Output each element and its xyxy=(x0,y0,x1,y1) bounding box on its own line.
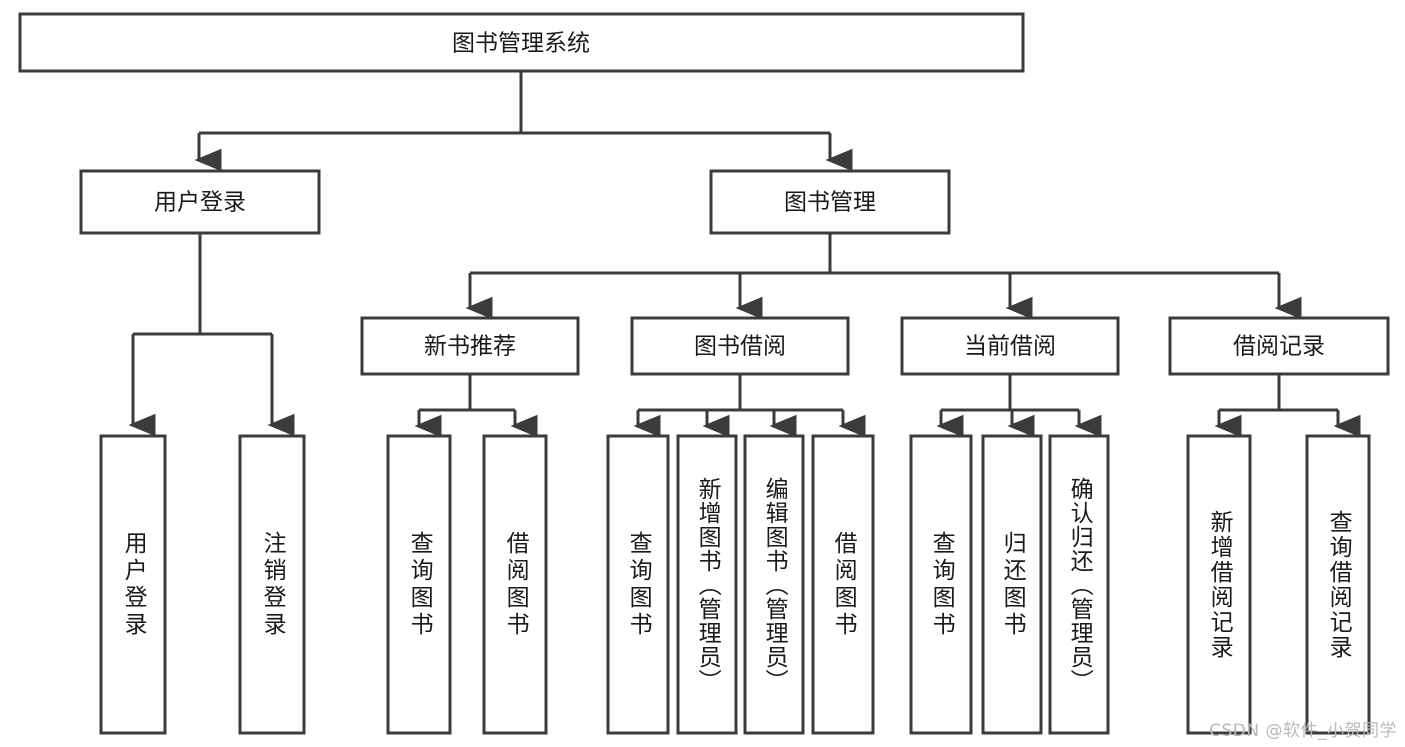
leaf-box-user-login[interactable] xyxy=(99,434,167,735)
node-borrow-record[interactable]: 借阅记录 xyxy=(1168,316,1390,376)
connector-group-user-login xyxy=(128,233,295,437)
node-book-manage-box[interactable] xyxy=(709,169,951,235)
leaf-box-add-book[interactable] xyxy=(676,434,738,735)
leaf-box-borrow-book-2[interactable] xyxy=(811,434,875,735)
node-book-borrow-box[interactable] xyxy=(630,316,850,376)
connector-group-current-borrow xyxy=(936,374,1102,438)
leaf-box-query-book-2[interactable] xyxy=(606,434,670,735)
node-user-login-label: 用户登录 xyxy=(154,190,246,216)
node-current-borrow-label: 当前借阅 xyxy=(964,334,1056,360)
node-new-book-rec-label: 新书推荐 xyxy=(424,334,516,360)
node-root-label: 图书管理系统 xyxy=(452,31,590,57)
node-new-book-rec[interactable]: 新书推荐 xyxy=(360,316,580,376)
node-new-book-rec-box[interactable] xyxy=(360,316,580,376)
leaf-box-query-record[interactable] xyxy=(1305,434,1371,735)
connector-group-root xyxy=(194,71,853,172)
leaf-box-query-book-3[interactable] xyxy=(909,434,973,735)
csdn-watermark: CSDN @软件_小贺同学 xyxy=(1209,721,1397,741)
leaf-box-query-book-1[interactable] xyxy=(386,434,452,735)
node-user-login[interactable]: 用户登录 xyxy=(79,169,321,235)
connector-group-new-book-rec xyxy=(414,374,538,438)
node-book-manage-label: 图书管理 xyxy=(784,190,876,216)
leaf-box-add-record[interactable] xyxy=(1186,434,1252,735)
node-current-borrow[interactable]: 当前借阅 xyxy=(900,316,1120,376)
node-root[interactable]: 图书管理系统 xyxy=(18,12,1025,73)
node-book-borrow-label: 图书借阅 xyxy=(694,334,786,360)
node-book-manage[interactable]: 图书管理 xyxy=(709,169,951,235)
leaf-box-borrow-book-1[interactable] xyxy=(482,434,548,735)
leaf-box-confirm-return[interactable] xyxy=(1048,434,1110,735)
leaf-boxes xyxy=(99,434,1371,735)
connector-group-borrow-record xyxy=(1214,374,1361,438)
node-book-borrow[interactable]: 图书借阅 xyxy=(630,316,850,376)
connector-group-book-borrow xyxy=(633,374,866,438)
node-borrow-record-box[interactable] xyxy=(1168,316,1390,376)
node-borrow-record-label: 借阅记录 xyxy=(1233,334,1325,360)
node-current-borrow-box[interactable] xyxy=(900,316,1120,376)
leaf-box-edit-book[interactable] xyxy=(743,434,805,735)
node-root-box[interactable] xyxy=(18,12,1025,73)
leaf-box-user-logout[interactable] xyxy=(238,434,306,735)
leaf-box-return-book[interactable] xyxy=(981,434,1043,735)
node-user-login-box[interactable] xyxy=(79,169,321,235)
connector-group-book-manage xyxy=(465,233,1302,320)
